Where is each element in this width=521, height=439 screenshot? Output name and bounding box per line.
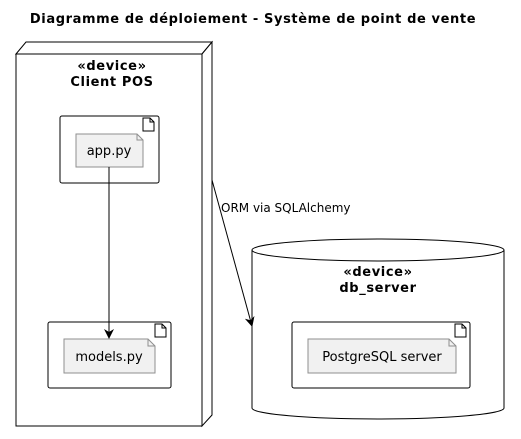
- document-icon: [142, 117, 155, 132]
- artifact-models-py-label: models.py: [75, 350, 143, 365]
- artifact-models-py-label-box: models.py: [63, 338, 156, 374]
- db-node-top: [251, 238, 505, 262]
- artifact-postgresql-label: PostgreSQL server: [322, 350, 442, 365]
- edge-orm-label: ORM via SQLAlchemy: [221, 201, 351, 215]
- edge-orm: [211, 179, 255, 327]
- db-node-name: db_server: [339, 281, 416, 296]
- artifact-app-py: app.py: [59, 115, 160, 184]
- diagram-title: Diagramme de déploiement - Système de po…: [30, 12, 476, 27]
- client-node-side-face: [201, 40, 213, 428]
- db-server-node: «device» db_server PostgreSQL server: [251, 238, 505, 420]
- document-icon: [454, 323, 467, 338]
- db-node-stereotype: «device»: [343, 265, 412, 280]
- artifact-app-py-label-box: app.py: [75, 133, 144, 168]
- artifact-postgresql-label-box: PostgreSQL server: [307, 338, 457, 374]
- client-node-stereotype: «device»: [77, 59, 146, 74]
- client-pos-node: «device» Client POS app.py: [14, 40, 214, 428]
- document-icon: [154, 323, 167, 338]
- client-node-name: Client POS: [70, 75, 153, 90]
- client-node-top-face: [14, 41, 214, 55]
- artifact-app-py-label: app.py: [87, 144, 132, 159]
- artifact-models-py: models.py: [47, 321, 172, 389]
- artifact-postgresql: PostgreSQL server: [291, 321, 471, 389]
